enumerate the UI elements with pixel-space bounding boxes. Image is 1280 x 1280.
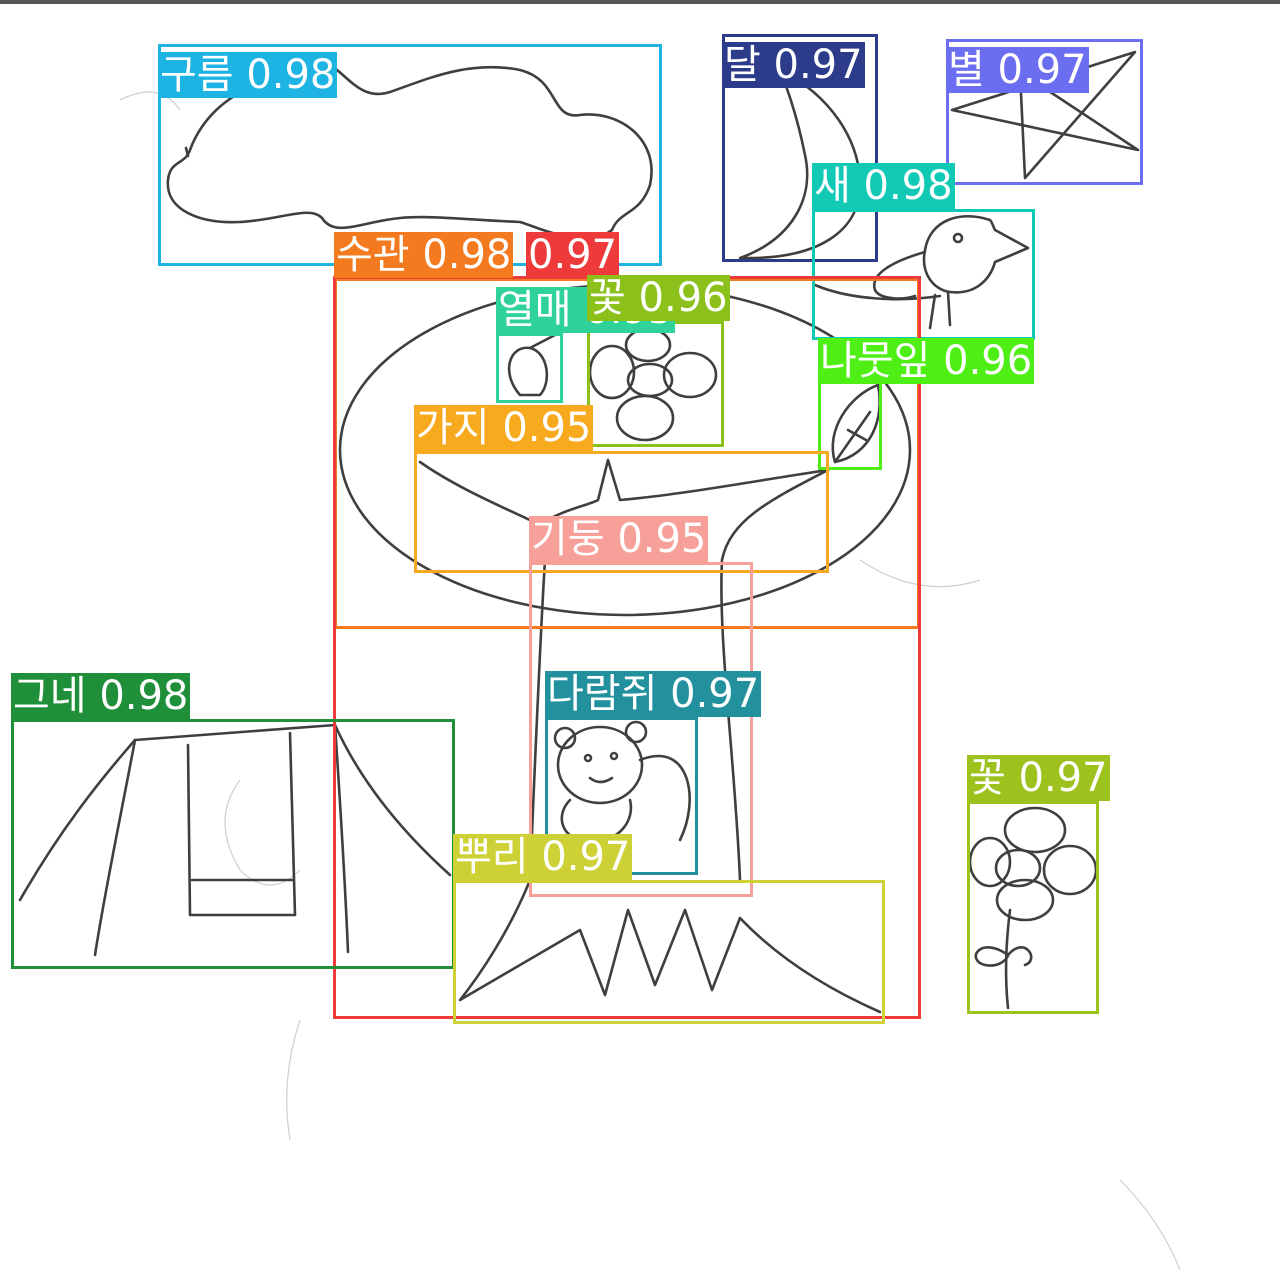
flower-right-sketch <box>968 806 1098 1010</box>
squirrel-sketch <box>553 720 691 844</box>
root-sketch <box>458 878 882 1014</box>
swing-sketch <box>18 723 452 957</box>
moon-label: 달 0.97 <box>722 42 865 88</box>
moon-sketch <box>738 68 862 260</box>
root-box <box>453 880 885 1024</box>
top-border-line <box>0 0 1280 4</box>
trunk-box <box>529 562 753 897</box>
crown-label: 수관 0.98 <box>334 232 514 278</box>
star-sketch <box>950 50 1140 180</box>
root-label: 뿌리 0.97 <box>453 834 633 880</box>
flower-top-sketch <box>588 327 718 442</box>
branch-label: 가지 0.95 <box>414 405 594 451</box>
bird-sketch <box>922 215 1030 294</box>
fruit-sketch <box>507 333 557 397</box>
leaf-sketch <box>831 383 881 464</box>
flower-right-label: 꽃 0.97 <box>967 755 1110 801</box>
star-label: 별 0.97 <box>946 47 1089 93</box>
cloud-label: 구름 0.98 <box>158 52 338 98</box>
flower-right-box <box>967 801 1099 1014</box>
trunk-label: 기둥 0.95 <box>529 516 709 562</box>
flower-top-label: 꽃 0.96 <box>587 275 730 321</box>
leaf-label: 나뭇잎 0.96 <box>818 338 1035 384</box>
cloud-sketch <box>166 55 653 240</box>
tree-label: 0.97 <box>526 232 620 278</box>
branch-box <box>414 451 829 573</box>
bird-label: 새 0.98 <box>812 163 955 209</box>
star-box <box>946 39 1143 185</box>
flower-top-box <box>587 321 724 447</box>
fruit-box <box>496 333 563 403</box>
swing-box <box>11 719 455 969</box>
moon-box <box>722 34 878 262</box>
swing-label: 그네 0.98 <box>11 673 191 719</box>
squirrel-label: 다람쥐 0.97 <box>545 671 762 717</box>
